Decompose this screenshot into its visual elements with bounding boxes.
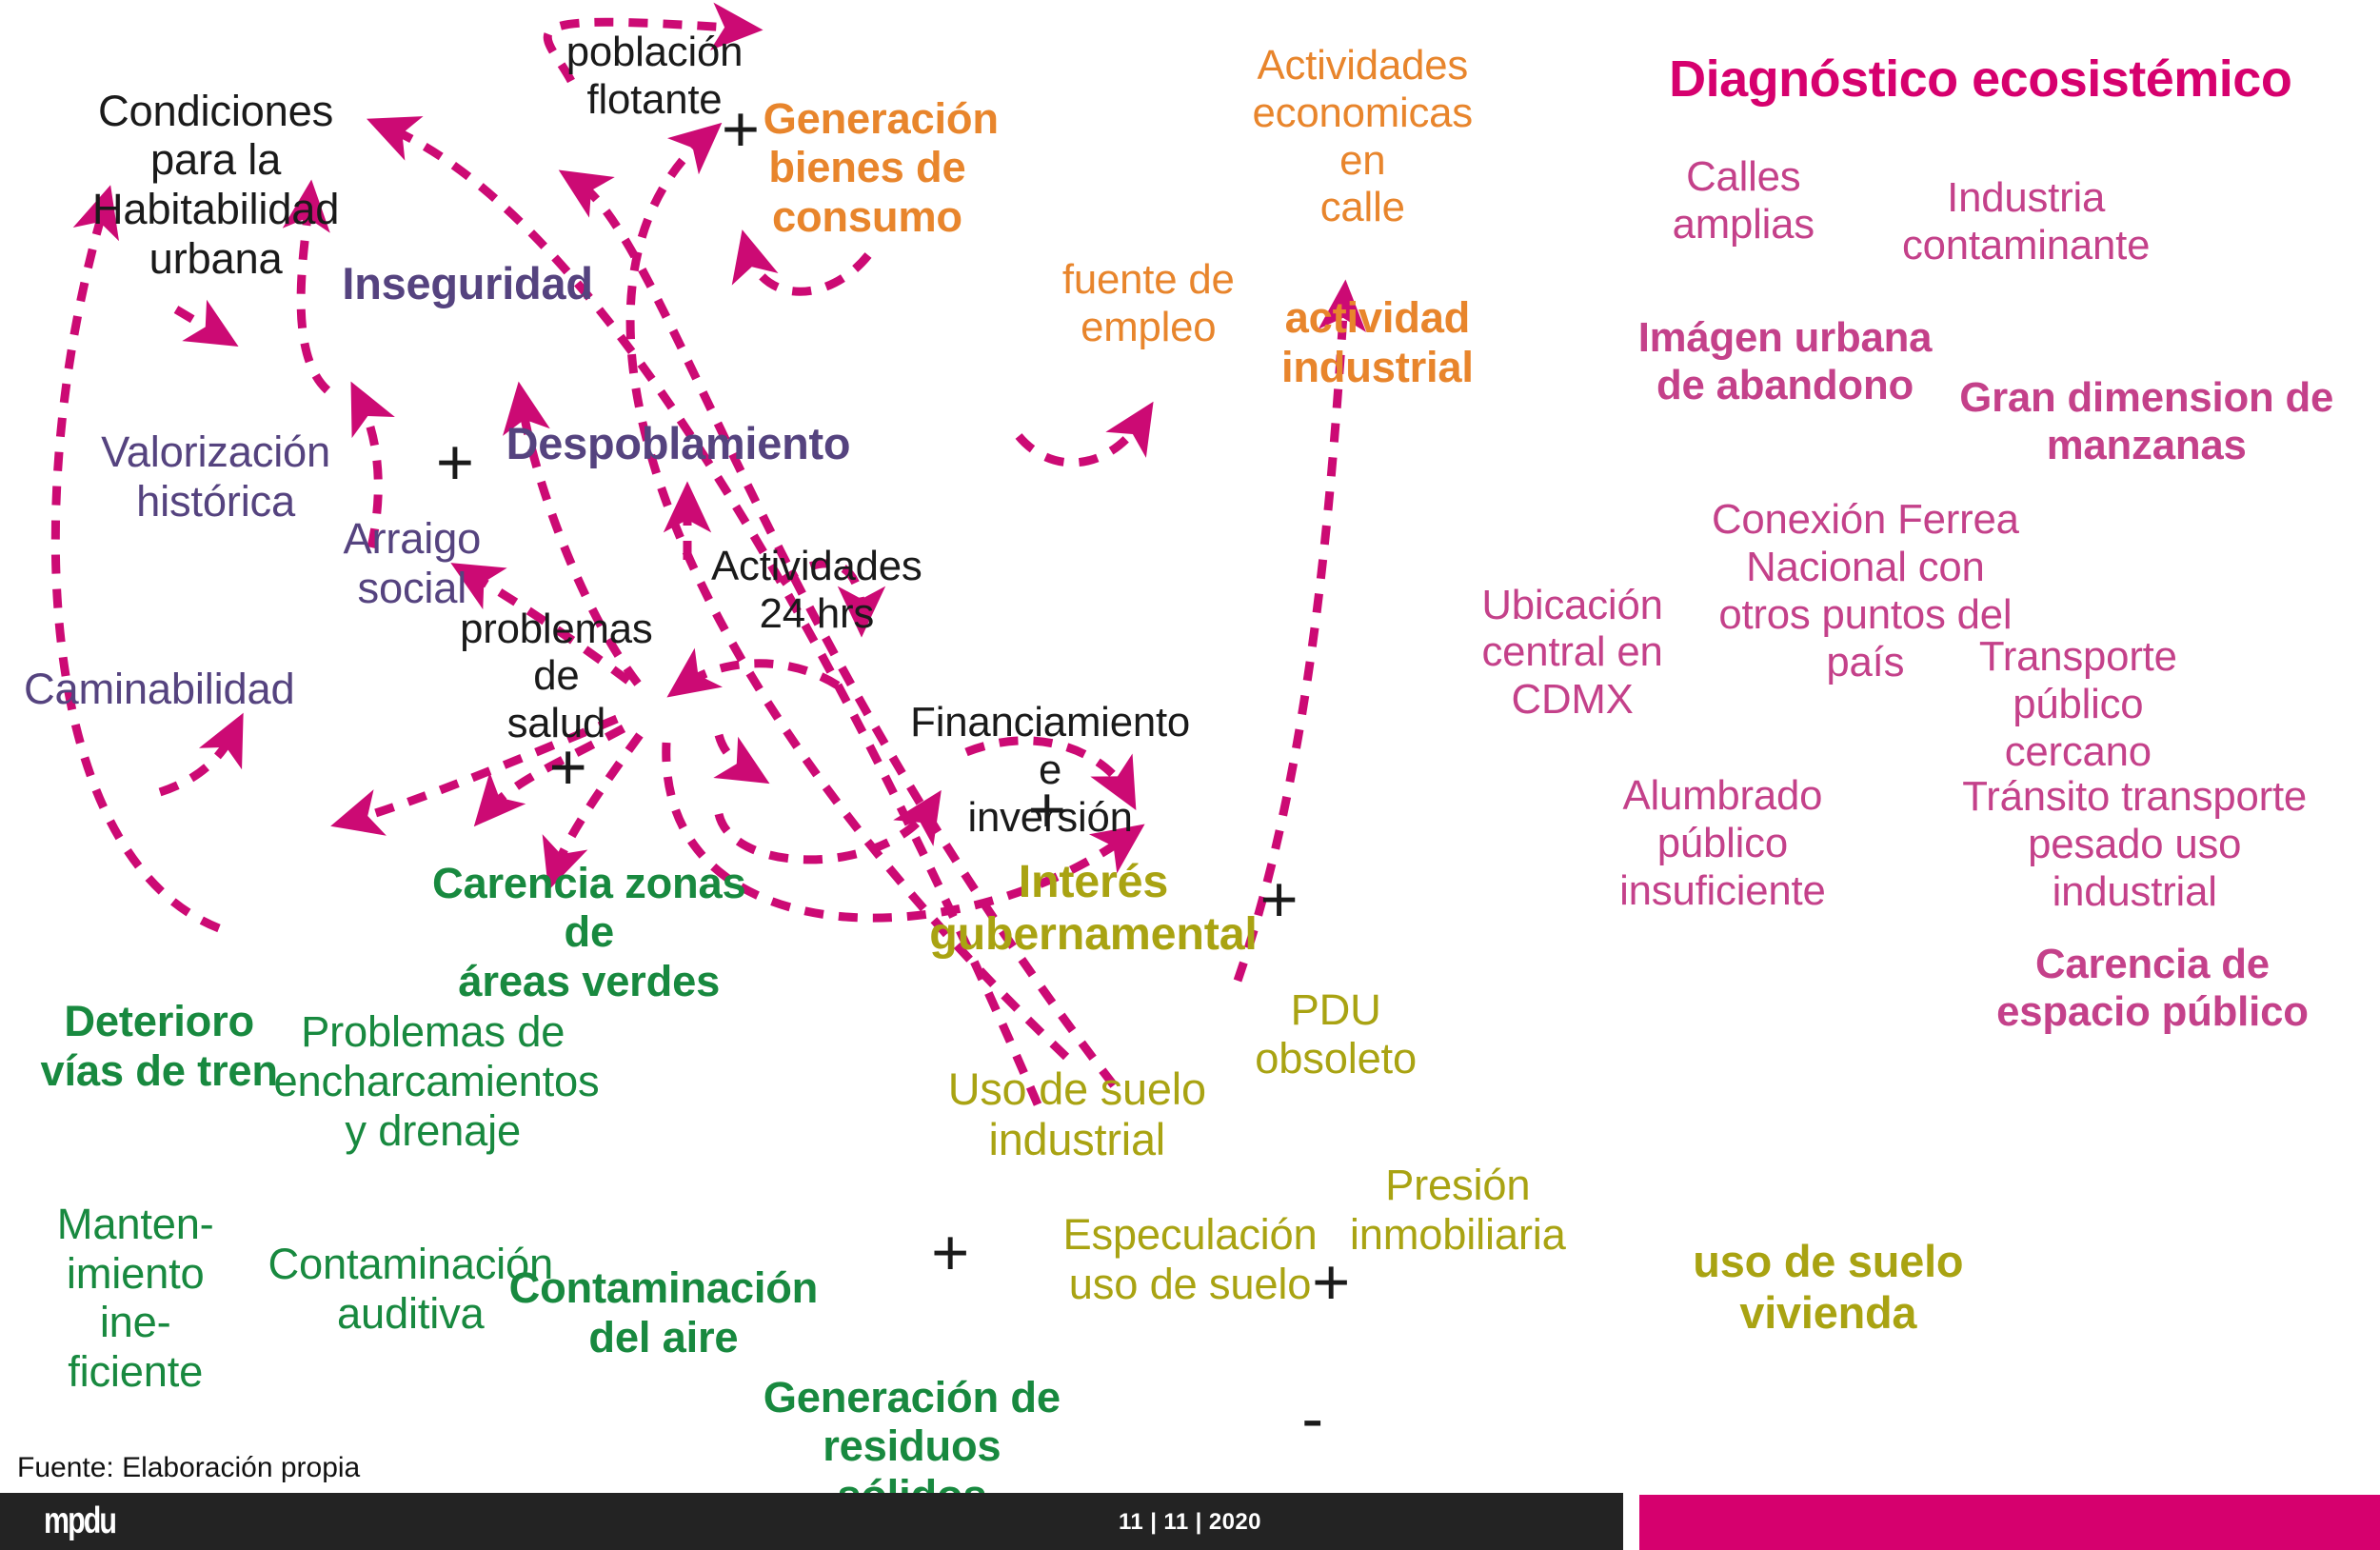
edge-especulacion-presion [714,789,942,864]
sign-plus-problemas-salud: + [548,729,587,804]
node-generacion-bienes: Generación bienes de consumo [763,93,999,241]
node-conexion-ferrea: Conexión Ferrea Nacional con otros punto… [1711,496,2019,686]
footer-bar-dark [0,1493,1623,1550]
node-carencia-zonas-verdes: Carencia zonas de áreas verdes [431,858,746,1005]
node-carencia-espacio-publico: Carencia de espacio público [1996,940,2309,1035]
edge-mantenimiento-encharcamientos [158,712,244,797]
node-especulacion: Especulación uso de suelo [1062,1210,1318,1308]
node-problemas-encharcamientos: Problemas de encharcamientos y drenaje [273,1007,600,1155]
node-interes-gubernamental: Interés gubernamental [929,855,1258,960]
node-deterioro-vias: Deterioro vías de tren [40,997,279,1095]
sign-plus-residuos: + [931,1216,970,1290]
node-despoblamiento: Despoblamiento [506,418,851,468]
edge-valorizacion-arraigo [173,299,239,348]
node-actividades-24hrs: Actividades 24 hrs [711,542,922,637]
node-uso-suelo-industrial: Uso de suelo industrial [947,1063,1206,1165]
node-actividad-industrial: actividad industrial [1280,293,1474,392]
node-calles-amplias: Calles amplias [1672,153,1815,248]
node-industria-contaminante: Industria contaminante [1901,174,2151,269]
edge-ubicacion-conexionferrea [1015,401,1154,467]
sign-plus-arraigo-social: + [435,426,474,500]
node-uso-suelo-vivienda: uso de suelo vivienda [1693,1237,1964,1338]
node-transito-pesado: Tránsito transporte pesado uso industria… [1962,773,2308,916]
footer-date: 11 | 11 | 2020 [1119,1509,1261,1535]
node-contaminacion-aire: Contaminación del aire [508,1263,819,1362]
sign-plus-presion: + [1312,1245,1351,1320]
node-pdu-obsoleto: PDU obsoleto [1255,984,1417,1083]
sign-plus-poblacion-flotante: + [721,91,760,166]
node-gran-dimension: Gran dimension de manzanas [1959,373,2334,468]
node-caminabilidad: Caminabilidad [24,665,295,714]
node-valorizacion-historica: Valorización histórica [101,427,331,526]
node-actividades-economicas: Actividades economicas en calle [1252,41,1474,231]
page-title: Diagnóstico ecosistémico [1669,50,2292,108]
node-problemas-salud: problemas de salud [460,605,653,747]
node-ubicacion-central: Ubicación central en CDMX [1481,581,1663,724]
node-imagen-urbana: Imágen urbana de abandono [1637,314,1933,409]
node-fuente-empleo: fuente de empleo [1061,256,1235,351]
source-note: Fuente: Elaboración propia [17,1452,361,1483]
node-inseguridad: Inseguridad [342,259,593,309]
edge-pdu-usoindustrial [666,647,841,698]
footer-logo: mpdu [44,1500,117,1541]
node-financiamiento: Financiamiento e inversión [910,699,1191,841]
node-transporte-publico: Transporte público cercano [1978,633,2177,776]
node-mantenimiento: Manten- imiento ine- ficiente [56,1200,214,1397]
node-presion-inmobiliaria: Presión inmobiliaria [1349,1161,1566,1260]
node-condiciones-habitabilidad: Condiciones para la Habitabilidad urbana [91,86,340,283]
edge-actividadindustrial-fuenteempleo [731,229,872,296]
node-poblacion-flotante: población flotante [565,28,744,123]
footer-bar-accent [1639,1495,2380,1550]
edge-caminabilidad-condiciones [50,185,221,933]
node-contaminacion-auditiva: Contaminación auditiva [268,1240,554,1339]
sign-plus-financiamiento: + [1027,773,1066,847]
edge-usoindustrial-especulacion [713,733,770,785]
sign-minus-vivienda: - [1301,1381,1324,1455]
node-alumbrado-publico: Alumbrado público insuficiente [1619,771,1826,914]
sign-plus-pdu: + [1259,863,1299,937]
node-arraigo-social: Arraigo social [343,514,482,612]
